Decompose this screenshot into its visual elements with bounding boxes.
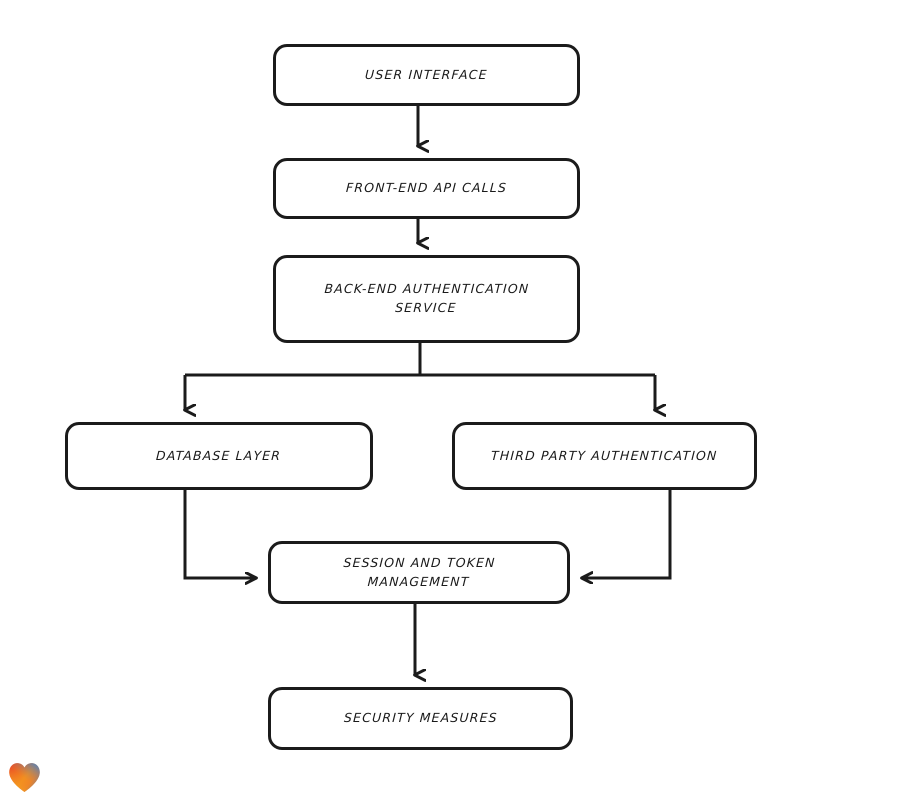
node-frontend-api-label: Front-End API Calls bbox=[345, 180, 508, 196]
node-user-interface-label: User Interface bbox=[364, 66, 489, 82]
node-backend-auth-label: Back-End Authentication Service bbox=[324, 281, 530, 315]
node-security-measures-label: Security Measures bbox=[343, 710, 498, 726]
edge-database-to-session bbox=[183, 490, 256, 578]
edge-thirdparty-to-session bbox=[582, 490, 672, 578]
node-security-measures[interactable]: Security Measures bbox=[268, 687, 573, 750]
node-database-layer-label: Database Layer bbox=[156, 447, 282, 463]
node-frontend-api[interactable]: Front-End API Calls bbox=[273, 158, 580, 219]
node-session-token-label: Session and Token Management bbox=[343, 554, 496, 589]
node-third-party-auth-label: Third Party Authentication bbox=[490, 447, 719, 463]
node-database-layer[interactable]: Database Layer bbox=[65, 422, 373, 490]
node-third-party-auth[interactable]: Third Party Authentication bbox=[452, 422, 757, 490]
node-user-interface[interactable]: User Interface bbox=[273, 44, 580, 106]
node-backend-auth[interactable]: Back-End Authentication Service bbox=[273, 255, 580, 343]
node-session-token[interactable]: Session and Token Management bbox=[268, 541, 570, 604]
heart-icon bbox=[9, 763, 40, 792]
